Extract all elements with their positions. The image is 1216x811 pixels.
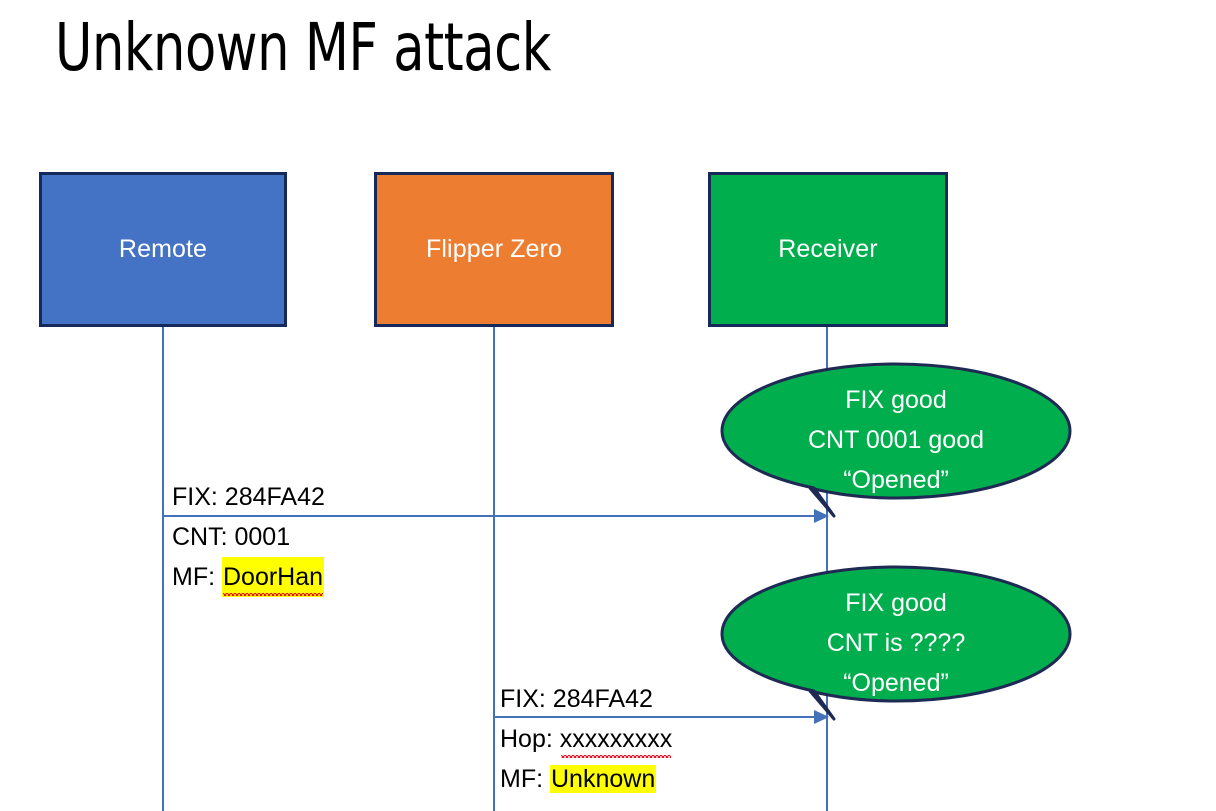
- actor-box-flipper-zero[interactable]: Flipper Zero: [374, 172, 614, 327]
- message-2-mf-value-highlighted: Unknown: [550, 765, 657, 793]
- lifeline-remote: [162, 327, 164, 811]
- message-1-fix-value: 284FA42: [224, 483, 325, 511]
- actor-label-remote: Remote: [118, 235, 208, 263]
- message-1-line-fix: FIX: 284FA42: [172, 477, 325, 517]
- message-1-cnt-prefix: CNT:: [172, 523, 235, 551]
- actor-label-receiver: Receiver: [778, 235, 878, 263]
- message-arrow-remote-to-receiver: [163, 509, 829, 523]
- message-2-hop-prefix: Hop:: [500, 725, 560, 753]
- message-2-line-fix: FIX: 284FA42: [500, 679, 653, 719]
- message-1-fix-prefix: FIX:: [172, 483, 225, 511]
- actor-box-remote[interactable]: Remote: [39, 172, 287, 327]
- page-title: Unknown MF attack: [55, 9, 551, 86]
- message-1-mf-prefix: MF:: [172, 563, 222, 591]
- callout-bubble-receiver-response-1[interactable]: FIX good CNT 0001 good “Opened”: [720, 362, 1072, 518]
- message-2-mf-prefix: MF:: [500, 765, 550, 793]
- lifeline-receiver: [826, 327, 828, 811]
- actor-label-flipper-zero: Flipper Zero: [426, 235, 562, 263]
- message-1-mf-value-highlighted: DoorHan: [222, 557, 325, 597]
- message-2-fix-value: 284FA42: [552, 685, 653, 713]
- message-1-line-mf: MF: DoorHan: [172, 557, 325, 597]
- message-arrow-flipper-to-receiver: [494, 710, 829, 724]
- message-2-line-hop: Hop: xxxxxxxxx: [500, 719, 672, 759]
- arrowhead-icon: [814, 509, 829, 523]
- message-2-line-mf: MF: Unknown: [500, 759, 657, 799]
- message-2-hop-value: xxxxxxxxx: [560, 719, 672, 759]
- message-2-fix-prefix: FIX:: [500, 685, 553, 713]
- lifeline-flipper-zero: [493, 327, 495, 811]
- callout-shape-1: [720, 362, 1072, 518]
- actor-box-receiver[interactable]: Receiver: [708, 172, 948, 327]
- message-1-cnt-value: 0001: [234, 523, 291, 551]
- arrowhead-icon: [814, 710, 829, 724]
- callout-bubble-receiver-response-2[interactable]: FIX good CNT is ???? “Opened”: [720, 565, 1072, 721]
- callout-shape-2: [720, 565, 1072, 721]
- message-1-line-cnt: CNT: 0001: [172, 517, 290, 557]
